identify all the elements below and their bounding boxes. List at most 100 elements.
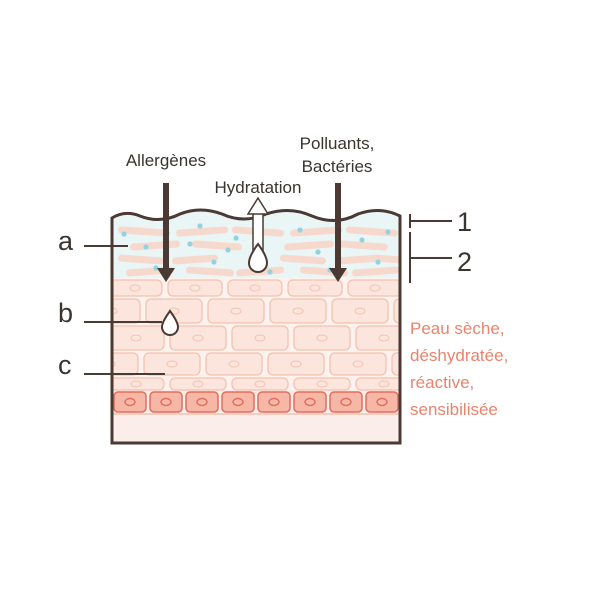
flat-cell [186, 266, 234, 277]
cell-nucleus [369, 284, 381, 292]
label-bacteria: Bactéries [302, 157, 373, 176]
cell-nucleus [192, 334, 204, 342]
flat-cell [118, 254, 164, 265]
skin-block [112, 210, 462, 443]
label-1: 1 [457, 207, 472, 237]
epidermal-cell [267, 352, 325, 376]
epidermal-cell [408, 280, 462, 296]
label-a: a [58, 226, 74, 256]
epidermal-cell [207, 298, 265, 324]
flat-cell [336, 254, 382, 265]
basal-cell [221, 391, 255, 413]
condition-text: Peau sèche, déshydratée, réactive, sensi… [410, 319, 508, 419]
water-dot [197, 223, 203, 229]
water-dot [225, 247, 231, 253]
cell-nucleus [378, 334, 390, 342]
cell-nucleus [417, 308, 427, 314]
bracket-2 [409, 232, 452, 283]
cell-nucleus [166, 360, 178, 368]
water-dot [233, 235, 239, 241]
flat-cell [280, 254, 326, 265]
water-dot [315, 249, 321, 255]
water-dot [211, 259, 217, 265]
cell-nucleus [378, 380, 390, 388]
cell-nucleus [192, 380, 204, 388]
cell-nucleus [130, 334, 142, 342]
cell-nucleus [230, 307, 242, 315]
epidermal-cell [227, 279, 283, 297]
epidermal-cell [347, 279, 400, 297]
water-dot [375, 259, 381, 265]
condition-line-2: déshydratée, [410, 346, 508, 365]
basal-cell [185, 391, 219, 413]
water-dot [267, 269, 273, 275]
epidermal-cell [112, 352, 139, 376]
basal-cell [365, 391, 399, 413]
cell-nucleus [340, 397, 352, 407]
top-dots-group [121, 223, 391, 275]
label-2: 2 [457, 247, 472, 277]
cell-nucleus [112, 307, 118, 315]
epidermal-cell [231, 325, 289, 351]
cell-nucleus [249, 284, 261, 292]
flat-cell [172, 254, 218, 265]
flat-cell [290, 226, 342, 237]
epidermal-cell [169, 325, 227, 351]
label-c: c [58, 350, 72, 380]
cell-nucleus [290, 360, 302, 368]
epidermal-cell [205, 352, 263, 376]
cell-nucleus [160, 397, 172, 407]
water-dot [359, 237, 365, 243]
water-drop-icon [160, 309, 180, 336]
epidermal-cell [169, 377, 227, 391]
cell-nucleus [316, 380, 328, 388]
basal-cells-group [113, 391, 399, 413]
condition-line-1: Peau sèche, [410, 319, 505, 338]
cell-nucleus [376, 397, 388, 407]
flat-cell [176, 226, 228, 237]
cell-nucleus [228, 360, 240, 368]
cell-nucleus [112, 360, 116, 368]
basal-cell [329, 391, 363, 413]
spiny-cells-group [112, 279, 462, 391]
cell-nucleus [304, 397, 316, 407]
epidermal-cell [143, 352, 201, 376]
condition-line-3: réactive, [410, 373, 474, 392]
flat-cell [338, 240, 388, 251]
water-dot [187, 241, 193, 247]
cell-nucleus [268, 397, 280, 407]
cell-nucleus [352, 360, 364, 368]
cell-nucleus [129, 284, 141, 292]
cell-nucleus [124, 397, 136, 407]
flat-cell [352, 266, 400, 277]
epidermal-cell [393, 298, 400, 324]
cell-nucleus [354, 307, 366, 315]
label-b: b [58, 298, 73, 328]
epidermal-cell [112, 377, 165, 391]
flat-cell [284, 240, 334, 251]
label-pollutants: Polluants, [300, 134, 375, 153]
water-dot [297, 227, 303, 233]
flat-cell [346, 226, 398, 237]
basal-cell [149, 391, 183, 413]
basal-cell [257, 391, 291, 413]
water-dot [121, 231, 127, 237]
epidermal-cell [293, 325, 351, 351]
epidermal-cell [331, 298, 389, 324]
water-dot [385, 229, 391, 235]
cell-nucleus [189, 284, 201, 292]
cell-nucleus [196, 397, 208, 407]
cell-nucleus [292, 307, 304, 315]
basal-cell [293, 391, 327, 413]
basal-cell [113, 391, 147, 413]
cell-nucleus [232, 397, 244, 407]
arrow-down-icon [329, 183, 347, 282]
water-drop-icon [247, 242, 269, 273]
cell-nucleus [130, 380, 142, 388]
epidermal-cell [355, 325, 400, 351]
cell-nucleus [254, 334, 266, 342]
cell-nucleus [254, 380, 266, 388]
bracket-1 [409, 214, 452, 228]
epidermal-cell [391, 352, 400, 376]
